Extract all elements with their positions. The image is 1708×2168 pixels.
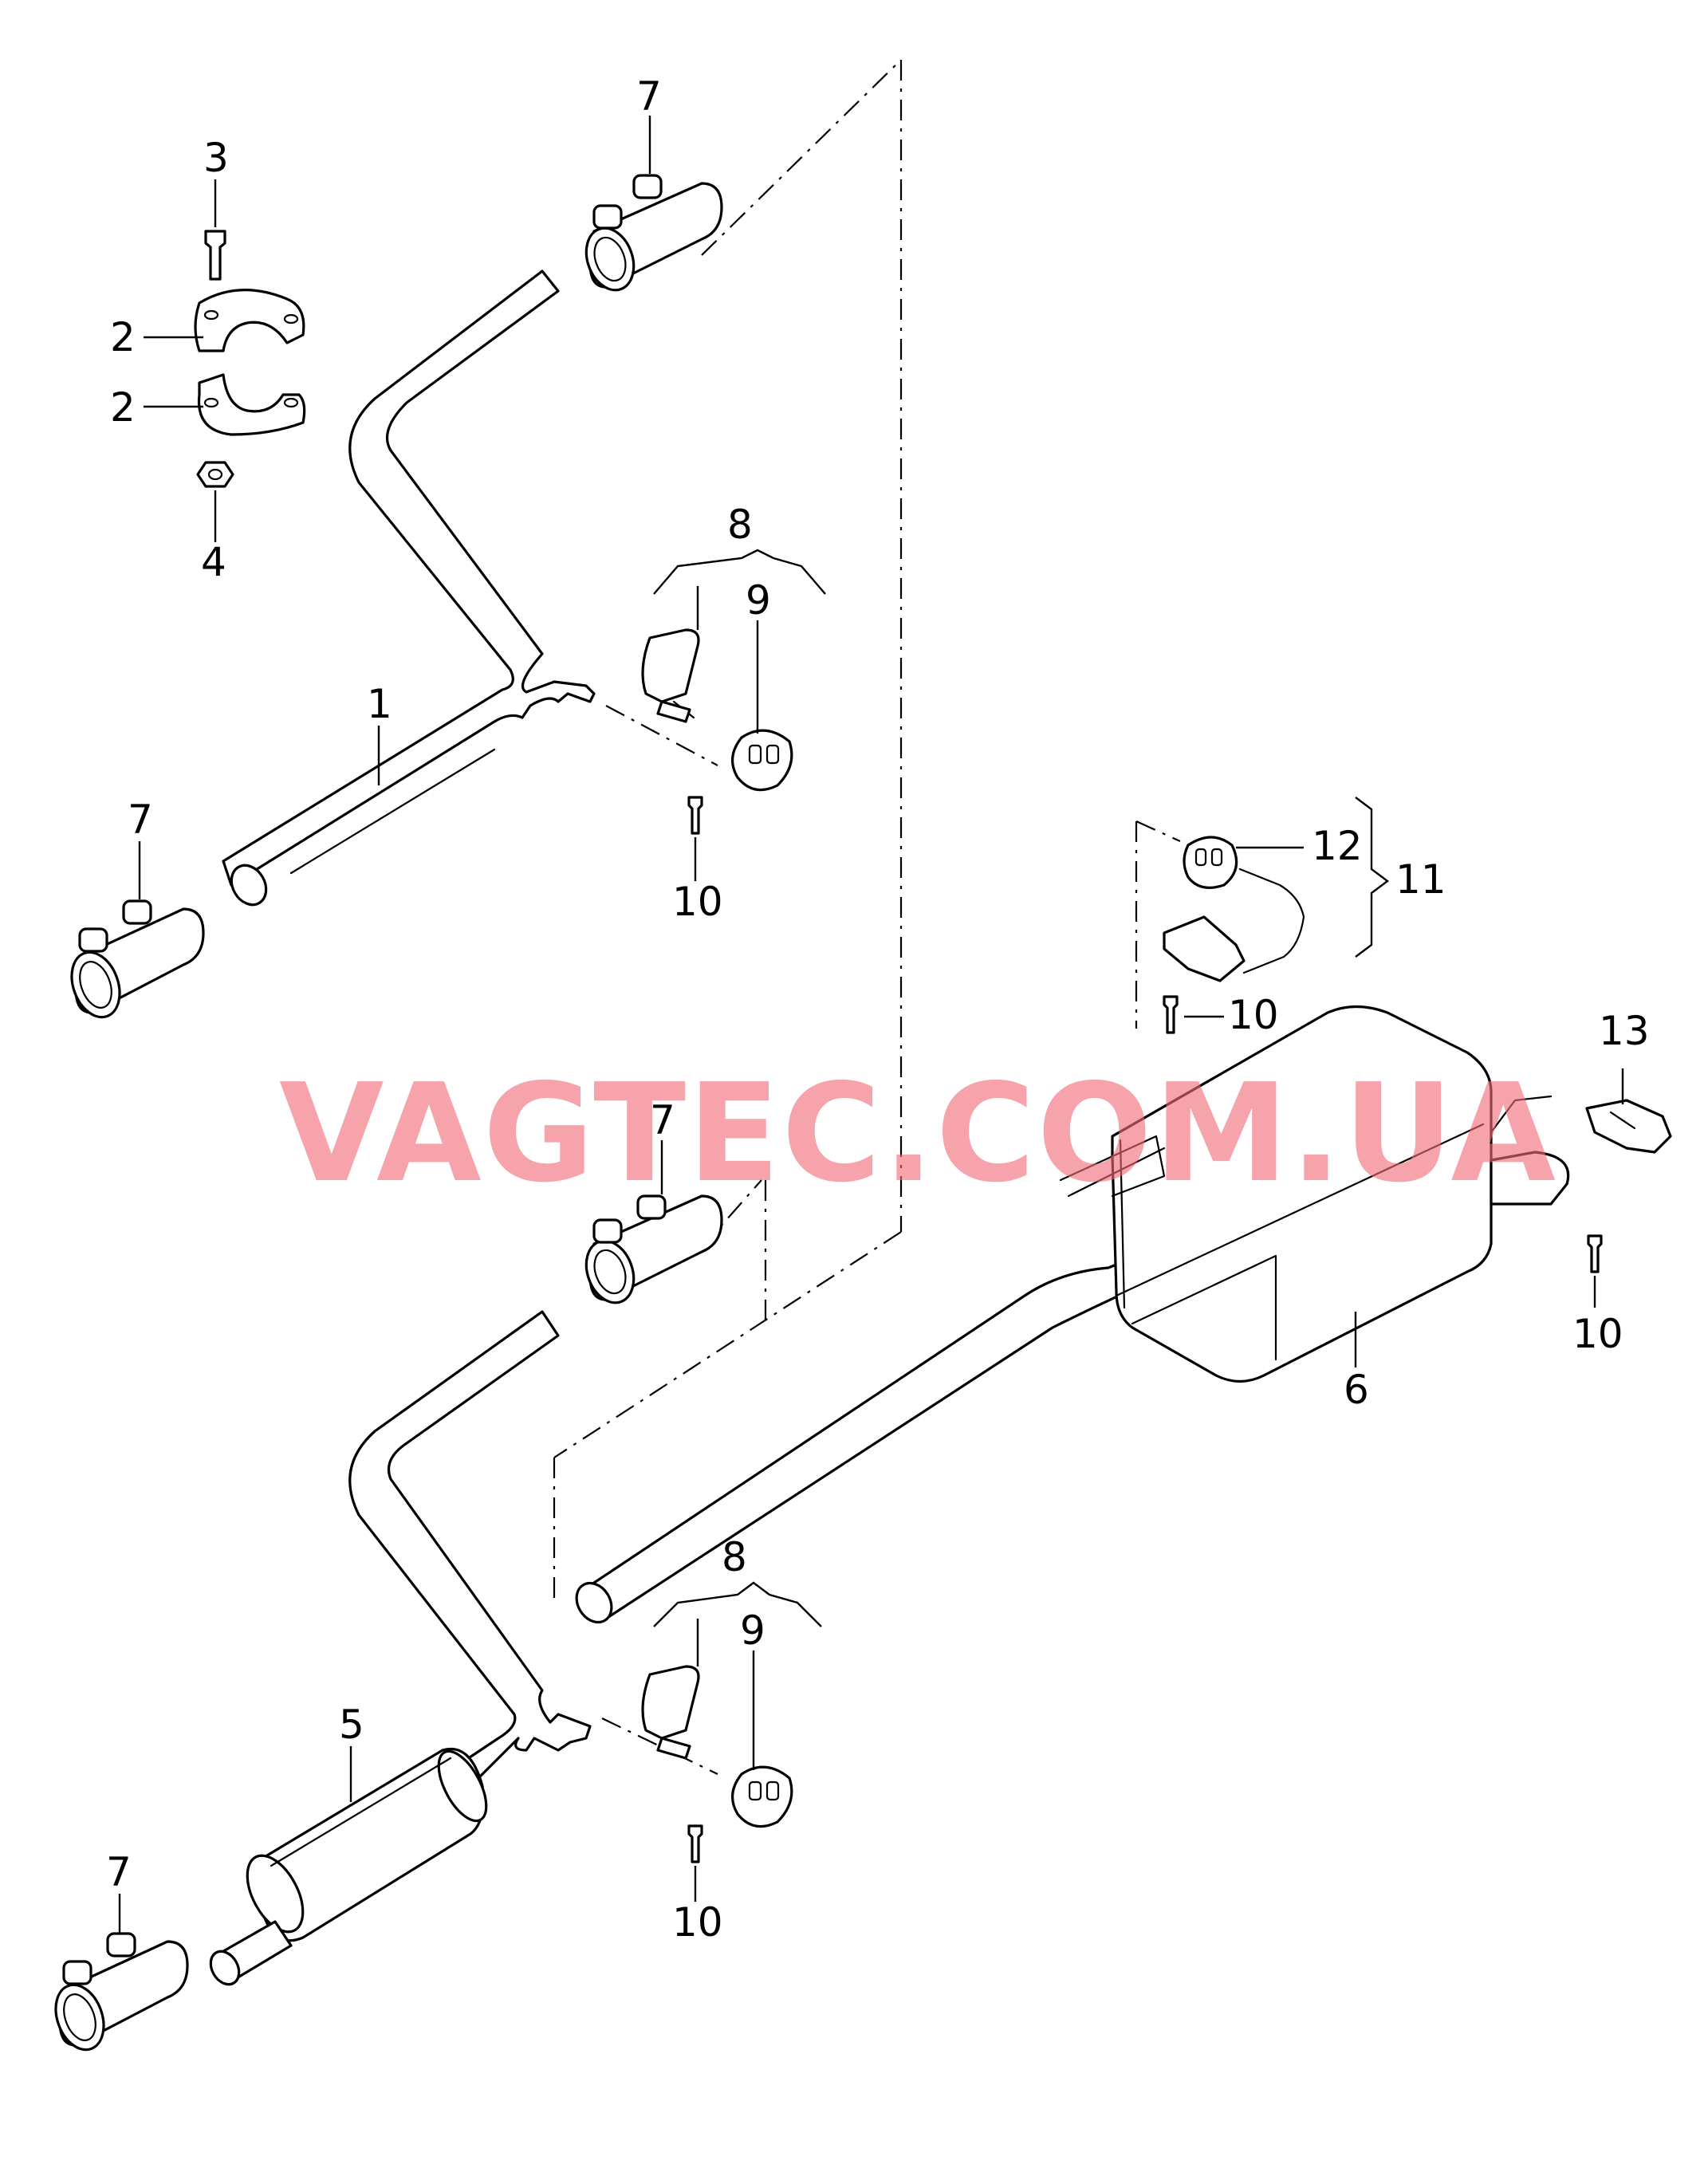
callout-6: 6 <box>1344 1367 1369 1413</box>
callout-9-upper: 9 <box>746 577 771 624</box>
bracket-mount-rear <box>1163 836 1305 1034</box>
callout-3: 3 <box>203 135 229 181</box>
clamp-lower-left <box>54 1932 189 2052</box>
bracket-mount-tail <box>1585 1099 1672 1273</box>
callout-7-upper-right: 7 <box>636 73 662 120</box>
clamp-upper-right <box>584 174 723 292</box>
callout-4: 4 <box>201 539 226 585</box>
rear-silencer-assembly <box>575 1005 1570 1624</box>
callout-2-upper: 2 <box>110 314 136 360</box>
callout-10-tail: 10 <box>1572 1311 1623 1357</box>
callout-9-lower: 9 <box>740 1607 765 1654</box>
front-pipe-upper <box>222 270 596 907</box>
callout-12: 12 <box>1312 823 1363 869</box>
bracket-mount-upper <box>641 628 793 835</box>
callout-7-upper-left: 7 <box>128 797 153 843</box>
callout-labels: 1 2 2 3 4 5 6 7 7 7 7 8 8 9 9 10 10 10 1… <box>106 73 1650 1946</box>
callout-8-lower: 8 <box>722 1534 747 1580</box>
callout-10-lower: 10 <box>672 1899 723 1946</box>
callout-2-lower: 2 <box>110 384 136 431</box>
callout-leaders <box>118 116 1624 1934</box>
connection-lines <box>553 59 1181 1775</box>
bracket-mount-lower <box>641 1665 793 1863</box>
callout-13: 13 <box>1599 1008 1650 1054</box>
front-pipe-lower <box>209 1310 592 1986</box>
callout-1: 1 <box>367 681 392 727</box>
callout-5: 5 <box>339 1702 364 1748</box>
watermark-text: VAGTEC.COM.UA <box>279 1055 1557 1213</box>
clamp-halves-group <box>194 230 306 488</box>
clamp-upper-left <box>70 899 205 1019</box>
callout-11: 11 <box>1395 856 1446 903</box>
callout-8-upper: 8 <box>727 502 753 548</box>
callout-10-rear: 10 <box>1228 992 1279 1038</box>
callout-10-upper: 10 <box>672 879 723 925</box>
callout-7-lower-left: 7 <box>106 1849 132 1895</box>
callout-7-middle: 7 <box>650 1097 675 1143</box>
clamp-middle <box>584 1194 723 1304</box>
